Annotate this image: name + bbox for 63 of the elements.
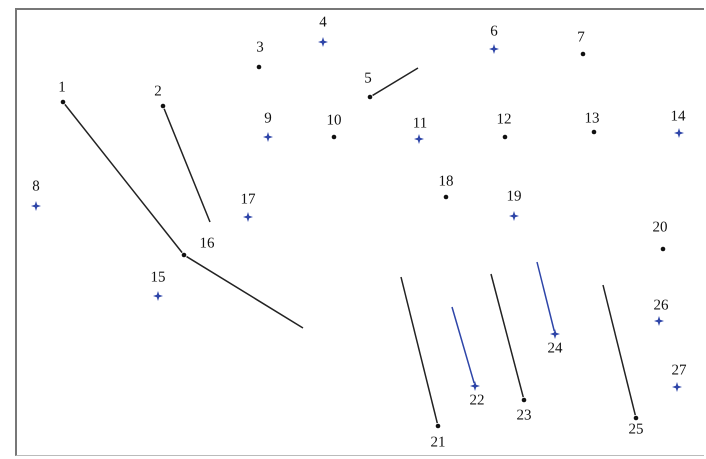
point-number: 4 xyxy=(319,16,327,30)
star-marker xyxy=(672,382,682,392)
point-number: 9 xyxy=(264,112,272,126)
line-segment xyxy=(602,284,636,416)
point-dot xyxy=(631,413,641,423)
point-number: 24 xyxy=(548,342,562,356)
point-dot xyxy=(500,132,510,142)
point-dot xyxy=(254,62,264,72)
star-marker xyxy=(31,201,41,211)
point-number: 1 xyxy=(58,80,66,96)
line-segment xyxy=(490,274,524,398)
point-number: 7 xyxy=(577,30,585,46)
point-number: 23 xyxy=(516,408,532,424)
point-number: 5 xyxy=(364,72,372,86)
point-number: 25 xyxy=(628,422,644,438)
point-number: 21 xyxy=(430,436,446,450)
point-number: 3 xyxy=(256,40,264,56)
point-dot xyxy=(589,127,599,137)
line-segment xyxy=(163,108,211,222)
point-number: 27 xyxy=(672,364,686,378)
point-number: 15 xyxy=(150,270,166,286)
star-marker xyxy=(509,211,519,221)
line-segment xyxy=(451,306,475,384)
line-segment xyxy=(64,104,183,254)
star-marker xyxy=(243,212,253,222)
point-number: 20 xyxy=(652,220,668,236)
point-number: 6 xyxy=(490,24,498,40)
point-number: 10 xyxy=(326,114,342,128)
point-dot xyxy=(158,101,168,111)
point-number: 2 xyxy=(154,84,162,100)
star-marker xyxy=(263,132,273,142)
line-segment xyxy=(400,276,438,424)
star-marker xyxy=(414,134,424,144)
line-segment xyxy=(536,262,555,332)
star-marker xyxy=(318,37,328,47)
point-dot xyxy=(179,250,189,260)
point-dot xyxy=(329,132,339,142)
point-number: 17 xyxy=(240,192,256,208)
point-dot xyxy=(578,49,588,59)
line-segment xyxy=(372,67,418,96)
point-number: 19 xyxy=(506,190,522,204)
point-dot xyxy=(658,244,668,254)
star-marker xyxy=(489,44,499,54)
star-marker xyxy=(153,291,163,301)
line-segment xyxy=(186,256,304,329)
point-dot xyxy=(365,92,375,102)
point-dot xyxy=(441,192,451,202)
point-number: 16 xyxy=(200,236,214,252)
star-marker xyxy=(470,381,480,391)
star-marker xyxy=(550,329,560,339)
point-dot xyxy=(519,395,529,405)
point-number: 8 xyxy=(32,180,40,194)
star-marker xyxy=(654,316,664,326)
point-number: 26 xyxy=(654,298,668,314)
point-number: 13 xyxy=(584,112,600,126)
point-number: 14 xyxy=(670,110,686,124)
point-number: 22 xyxy=(470,394,484,408)
point-number: 18 xyxy=(438,174,454,190)
point-number: 11 xyxy=(412,116,428,132)
star-marker xyxy=(674,128,684,138)
point-dot xyxy=(58,97,68,107)
point-number: 12 xyxy=(496,112,512,128)
point-dot xyxy=(433,421,443,431)
